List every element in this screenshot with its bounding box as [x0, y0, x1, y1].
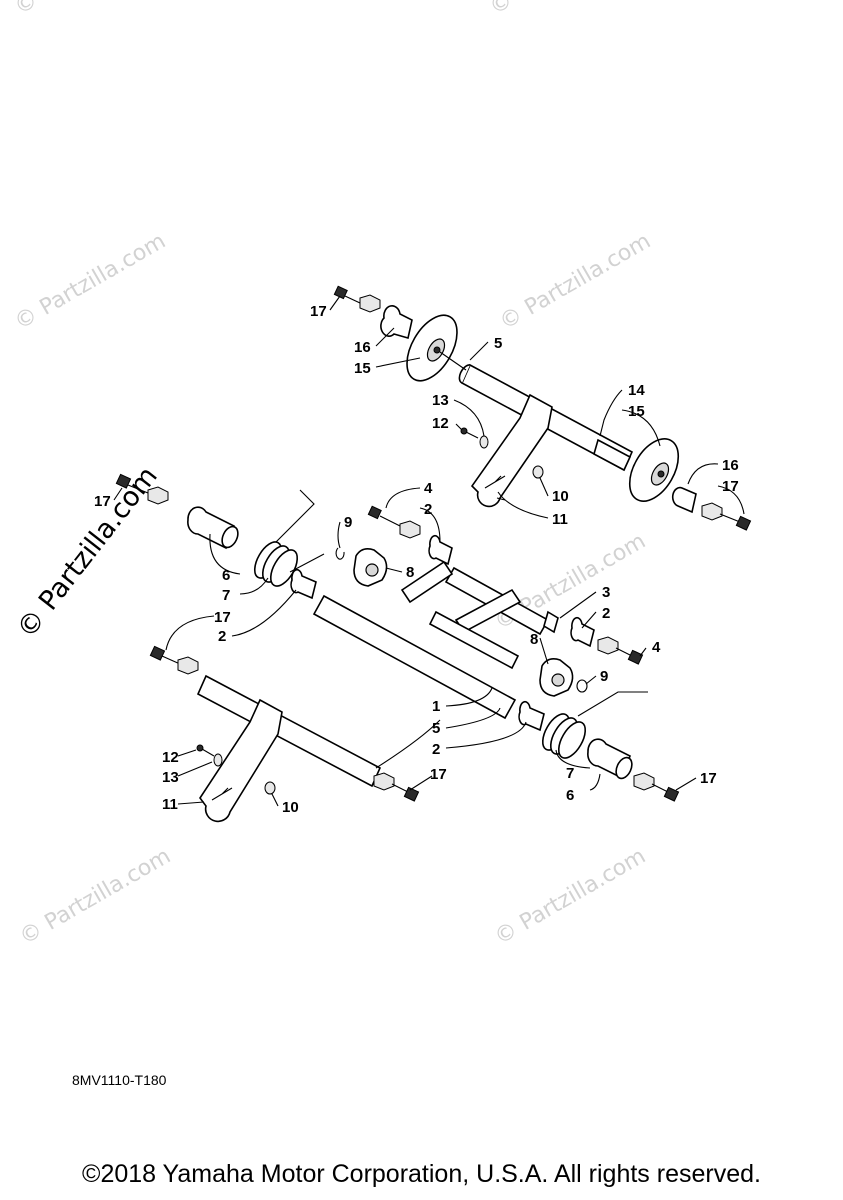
spring-part-7-right	[541, 691, 648, 759]
callout-label: 17	[94, 493, 111, 510]
callout-label: 15	[354, 360, 371, 377]
watermark: © Partzilla.com	[16, 844, 176, 951]
callout-label: 12	[162, 749, 179, 766]
callout-label: 11	[162, 796, 178, 813]
callout-label: 3	[602, 584, 610, 601]
callout-label: 2	[424, 501, 432, 518]
bolt-part-12	[460, 427, 468, 435]
callout-label: 16	[722, 457, 739, 474]
callout-label: 10	[552, 488, 569, 505]
bushing-part-2-left	[290, 568, 317, 600]
washer-part-13	[479, 435, 489, 449]
spacer-part-3	[543, 610, 559, 634]
arm-part-11-upper	[470, 393, 553, 508]
callout-label: 14	[628, 382, 645, 399]
callout-label: 2	[602, 605, 610, 622]
callout-label: 4	[424, 480, 433, 497]
nut-part-10-lower	[264, 781, 276, 795]
copyright-notice: ©2018 Yamaha Motor Corporation, U.S.A. A…	[82, 1160, 761, 1188]
lower-frame-assembly	[115, 473, 680, 823]
watermark: © Partzilla.com	[486, 0, 646, 20]
nut-part-10	[532, 465, 544, 479]
bolt-part-17-far-right	[633, 772, 680, 802]
callout-label: 4	[652, 639, 661, 656]
callout-label: 12	[432, 415, 449, 432]
spring-part-7-left	[253, 489, 325, 587]
side-watermark: © Partzilla.com	[11, 461, 164, 644]
callout-label: 16	[354, 339, 371, 356]
bolt-part-17-left-lower	[149, 645, 199, 675]
callout-label: 10	[282, 799, 299, 816]
callout-label: 7	[222, 587, 230, 604]
bushing-part-2-lower-right	[518, 700, 545, 732]
spacer-part-16	[380, 305, 413, 340]
wheel-part-15	[406, 314, 458, 382]
bolt-part-17-lower-mid	[373, 772, 420, 802]
callout-label: 17	[722, 478, 739, 495]
callout-label: 8	[406, 564, 414, 581]
clip-part-9-top	[335, 547, 345, 560]
callout-label: 2	[432, 741, 440, 758]
arm-part-11-lower	[199, 698, 283, 823]
callout-label: 9	[344, 514, 352, 531]
bolt-part-17-right	[701, 502, 752, 531]
callout-label: 17	[310, 303, 327, 320]
watermark: © Partzilla.com	[11, 0, 171, 20]
callout-label: 8	[530, 631, 538, 648]
bushing-part-2-right	[570, 616, 595, 648]
bolt-part-12-lower	[196, 744, 204, 752]
bolt-part-17	[333, 285, 381, 313]
watermark: © Partzilla.com	[496, 229, 656, 336]
washer-part-13-lower	[213, 753, 223, 767]
bolt-part-17-left	[115, 473, 169, 505]
callout-label: 6	[222, 567, 230, 584]
callout-labels: 17 16 15 5 14 15 13 12 16 17 10 11 17 4 …	[94, 303, 739, 816]
callout-label: 11	[552, 511, 568, 528]
upper-arm-assembly	[333, 285, 752, 531]
leader-lines	[113, 295, 745, 807]
callout-label: 13	[432, 392, 449, 409]
wheel-part-15-right	[628, 438, 680, 502]
clip-part-9-bottom	[576, 679, 588, 693]
spacer-part-16-right	[671, 486, 697, 514]
callout-label: 7	[566, 765, 574, 782]
callout-label: 5	[494, 335, 502, 352]
callout-label: 5	[432, 720, 440, 737]
bolt-part-4-top	[367, 505, 421, 539]
callout-label: 15	[628, 403, 645, 420]
callout-label: 1	[432, 698, 440, 715]
bolt-part-4-right	[597, 636, 644, 665]
shaft-part-5-lower	[196, 674, 382, 788]
callout-label: 17	[700, 770, 717, 787]
callout-label: 2	[218, 628, 226, 645]
diagram-code: 8MV1110-T180	[72, 1072, 167, 1088]
callout-label: 9	[600, 668, 608, 685]
watermark: © Partzilla.com	[11, 229, 171, 336]
callout-label: 13	[162, 769, 179, 786]
bushing-part-2-top	[428, 534, 453, 566]
callout-label: 17	[430, 766, 447, 783]
callout-label: 17	[214, 609, 231, 626]
shaft-part-1	[312, 594, 517, 720]
callout-label: 6	[566, 787, 574, 804]
watermark: © Partzilla.com	[491, 844, 651, 951]
watermark-layer: © Partzilla.com © Partzilla.com © Partzi…	[11, 0, 656, 950]
